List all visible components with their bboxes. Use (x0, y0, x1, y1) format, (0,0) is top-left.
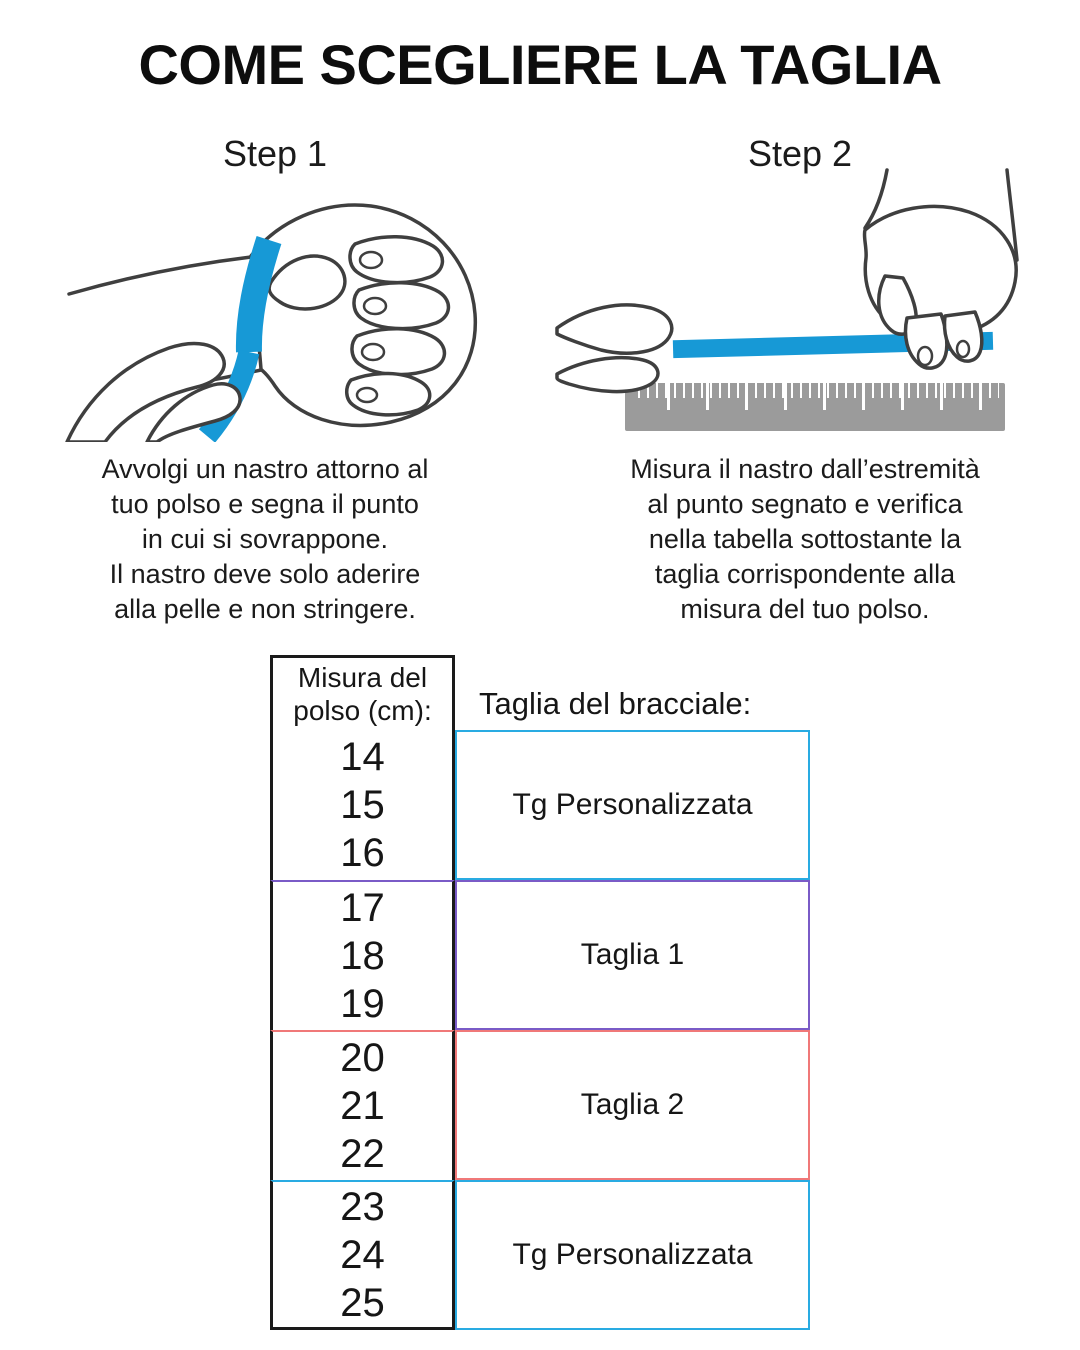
measuring-hands-illustration (555, 168, 1019, 394)
size-table: Misura del polso (cm): Taglia del bracci… (270, 655, 810, 1330)
step2-measuring-illustration (555, 168, 1025, 453)
size-value: 15 (340, 783, 385, 827)
table-row: 17 18 19 Taglia 1 (270, 880, 810, 1030)
size-value: 16 (340, 831, 385, 875)
right-hand (862, 168, 1019, 370)
step2-description: Misura il nastro dall’estremità al punto… (630, 454, 980, 625)
table-row: 20 21 22 Taglia 2 (270, 1030, 810, 1180)
size-value: 20 (340, 1036, 385, 1080)
step1-wrist-ribbon-illustration (55, 172, 505, 444)
bracelet-size-label-2: Taglia 1 (455, 880, 810, 1030)
size-value: 22 (340, 1132, 385, 1176)
right-hand-fingernails (916, 339, 971, 367)
pinching-fingers (65, 341, 242, 442)
wrist-sizes-group-4: 23 24 25 (270, 1180, 455, 1330)
step1-description: Avvolgi un nastro attorno al tuo polso e… (101, 454, 429, 625)
size-value: 24 (340, 1232, 385, 1277)
size-value: 19 (340, 982, 385, 1026)
left-hand (555, 303, 674, 394)
wrist-measure-header: Misura del polso (cm): (270, 655, 455, 730)
ruler-minor-ticks (631, 383, 999, 398)
size-value: 17 (340, 886, 385, 930)
size-value: 14 (340, 735, 385, 779)
wrist-sizes-group-1: 14 15 16 (270, 730, 455, 880)
wrist-sizes-group-3: 20 21 22 (270, 1030, 455, 1180)
size-value: 23 (340, 1184, 385, 1229)
fingernails (355, 250, 388, 404)
hand-outline (249, 203, 478, 427)
bracelet-size-label-1: Tg Personalizzata (455, 730, 810, 880)
size-value: 25 (340, 1280, 385, 1325)
table-header-row: Misura del polso (cm): Taglia del bracci… (270, 655, 810, 730)
size-value: 18 (340, 934, 385, 978)
page-title: COME SCEGLIERE LA TAGLIA (138, 33, 942, 96)
step1-heading: Step 1 (222, 133, 328, 174)
bracelet-size-label-3: Taglia 2 (455, 1030, 810, 1180)
bracelet-size-label-4: Tg Personalizzata (455, 1180, 810, 1330)
size-value: 21 (340, 1084, 385, 1128)
table-row: 23 24 25 Tg Personalizzata (270, 1180, 810, 1330)
table-row: 14 15 16 Tg Personalizzata (270, 730, 810, 880)
ruler (625, 383, 1005, 431)
wrist-sizes-group-2: 17 18 19 (270, 880, 455, 1030)
step2-heading: Step 2 (747, 133, 853, 174)
hand-wrist-illustration (65, 203, 478, 442)
bracelet-size-header: Taglia del bracciale: (479, 686, 752, 721)
